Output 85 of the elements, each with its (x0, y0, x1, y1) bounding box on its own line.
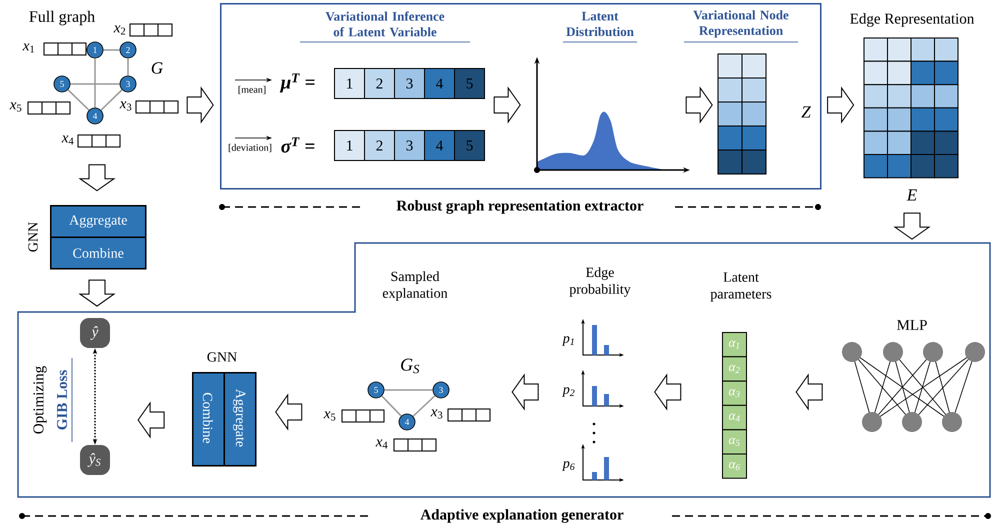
parameter-cell: α$_{1}$ (722, 332, 747, 358)
graph-vertex: 4 (398, 414, 416, 430)
probability-label: p$_{1}$ (562, 336, 574, 346)
block-arrow (827, 86, 854, 124)
vector-cell: 5 (454, 68, 485, 99)
graph-edge (68, 89, 90, 111)
feature-label: x$_{1}$ (22, 43, 34, 53)
vector-cell: 1 (334, 130, 365, 161)
block-arrow (686, 86, 713, 124)
vector-cell: 2 (364, 130, 395, 161)
graph-edge (100, 89, 122, 111)
graph-edge (381, 396, 402, 416)
section-caption: Adaptive explanation generator (420, 509, 624, 523)
heading: Sampled explanation (382, 271, 448, 301)
vector-cell: 4 (424, 68, 455, 99)
vector-symbol: σ$^{T}$ = (281, 137, 314, 153)
graph-vertex: 4 (86, 108, 104, 124)
graph-symbol: G (152, 62, 163, 74)
graph-title: Full graph (29, 10, 95, 26)
probability-label: p$_{6}$ (562, 461, 575, 471)
vector-symbol: μ$^{T}$ = (280, 74, 314, 92)
parameter-label: [mean] (238, 86, 266, 94)
module-label: GNN (207, 352, 237, 362)
probability-label: p$_{2}$ (562, 387, 574, 397)
vector-cell: 3 (394, 68, 425, 99)
block-arrow (494, 86, 521, 124)
parameter-cell: α$_{6}$ (722, 454, 747, 479)
graph-vertex: 5 (368, 382, 384, 398)
axis-caption: Optimizing (33, 366, 47, 434)
graph-vertex: 3 (432, 382, 450, 398)
block-arrow (512, 373, 539, 411)
layer-block: Combine (192, 372, 225, 466)
block-arrow (138, 401, 165, 439)
vector-cell: 4 (424, 130, 455, 161)
graph-edge (94, 58, 96, 108)
feature-label: x$_{4}$ (376, 439, 388, 449)
graph-vertex: 1 (86, 42, 104, 58)
parameter-cell: α$_{3}$ (722, 380, 747, 406)
heading: Edge Representation (850, 13, 974, 27)
vector-cell: 3 (394, 130, 425, 161)
feature-label: x$_{3}$ (120, 101, 132, 111)
block-arrow (893, 212, 931, 240)
block-arrow (275, 393, 302, 431)
section-caption: Robust graph representation extractor (396, 200, 644, 214)
graph-edge (384, 389, 433, 391)
graph-symbol: G$_{S}$ (401, 358, 420, 374)
loss-label: GIB Loss (56, 358, 72, 442)
block-arrow (796, 373, 823, 411)
matrix-symbol: Z (801, 106, 811, 118)
heading: Variational Inference of Latent Variable (300, 12, 470, 42)
graph-vertex: 5 (54, 76, 70, 92)
layer-block: Aggregate (50, 205, 146, 238)
feature-label: x$_{5}$ (10, 102, 22, 112)
heading: Variational Node Representation (693, 10, 788, 38)
feature-label: x$_{4}$ (62, 135, 74, 145)
parameter-cell: α$_{2}$ (722, 356, 747, 382)
matrix-symbol: E (906, 189, 917, 201)
feature-label: x$_{5}$ (324, 411, 336, 421)
block-arrow (78, 280, 116, 307)
graph-vertex: 3 (120, 76, 136, 92)
vector-cell: 2 (364, 68, 395, 99)
heading: Latent parameters (710, 272, 772, 302)
graph-vertex: 2 (120, 42, 136, 58)
output-badge: ŷ$_{S}$ (80, 445, 110, 475)
feature-label: x$_{2}$ (114, 25, 126, 35)
graph-edge (412, 395, 436, 417)
parameter-cell: α$_{4}$ (722, 404, 747, 430)
graph-edge (127, 58, 129, 76)
parameter-label: [deviation] (228, 144, 272, 152)
feature-label: x$_{3}$ (430, 409, 442, 419)
heading: Edge probability (570, 267, 631, 297)
vector-cell: 1 (334, 68, 365, 99)
output-badge: ŷ (80, 318, 110, 348)
graph-edge (103, 49, 120, 51)
graph-edge (70, 83, 120, 85)
layer-block: Aggregate (224, 372, 256, 466)
vector-cell: 5 (454, 130, 485, 161)
module-label: GNN (28, 222, 38, 252)
heading: Latent Distribution (566, 12, 634, 36)
parameter-cell: α$_{5}$ (722, 429, 747, 454)
block-arrow (78, 164, 116, 192)
heading: MLP (897, 320, 927, 330)
block-arrow (186, 86, 214, 124)
block-arrow (654, 373, 682, 411)
layer-block: Combine (50, 236, 146, 270)
